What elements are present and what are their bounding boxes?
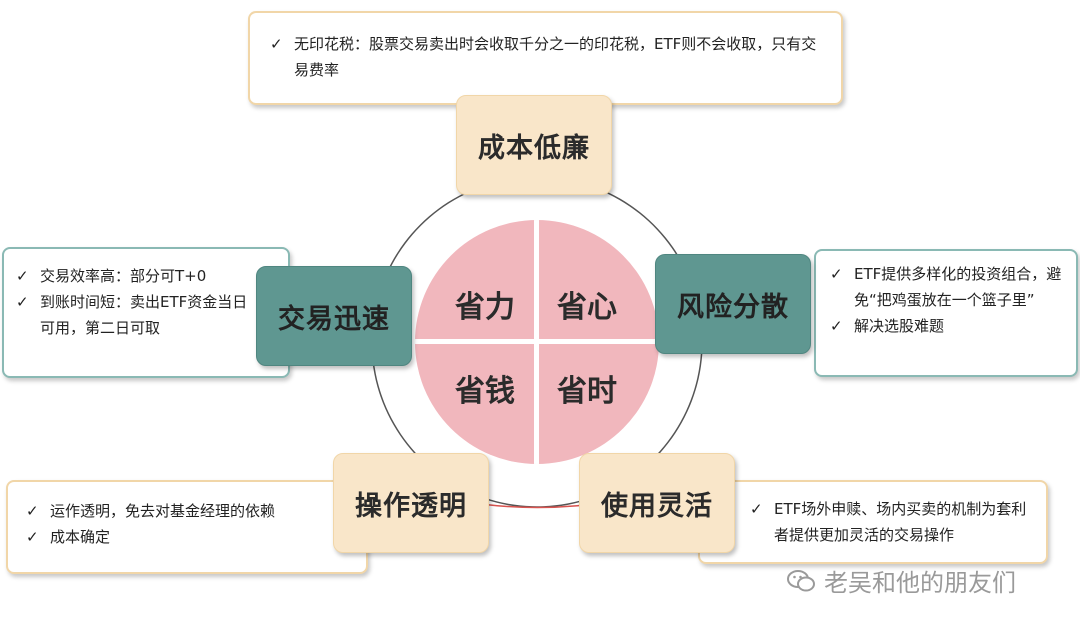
note-left-item-2: ✓ 到账时间短：卖出ETF资金当日可用，第二日可取 xyxy=(16,289,248,341)
check-icon: ✓ xyxy=(26,502,39,520)
note-right: ✓ ETF提供多样化的投资组合，避免“把鸡蛋放在一个篮子里” ✓ 解决选股难题 xyxy=(814,249,1078,377)
check-icon: ✓ xyxy=(16,267,29,285)
note-bottom-right: ✓ ETF场外申赎、场内买卖的机制为套利者提供更加灵活的交易操作 xyxy=(698,480,1048,564)
feature-top: 成本低廉 xyxy=(456,95,612,195)
check-icon: ✓ xyxy=(26,528,39,546)
feature-bottom-right: 使用灵活 xyxy=(579,453,735,553)
note-left: ✓ 交易效率高：部分可T+0 ✓ 到账时间短：卖出ETF资金当日可用，第二日可取 xyxy=(2,247,290,378)
note-top-item-1: ✓ 无印花税：股票交易卖出时会收取千分之一的印花税，ETF则不会收取，只有交易费… xyxy=(270,31,821,83)
watermark-text: 老吴和他的朋友们 xyxy=(824,569,1016,597)
quadrant-bottom-left: 省钱 xyxy=(455,374,515,409)
quadrant-bottom-right: 省时 xyxy=(557,374,617,409)
note-bottom-left-item-1: ✓ 运作透明，免去对基金经理的依赖 xyxy=(26,498,326,524)
note-bottom-right-item-1: ✓ ETF场外申赎、场内买卖的机制为套利者提供更加灵活的交易操作 xyxy=(750,496,1034,548)
note-top: ✓ 无印花税：股票交易卖出时会收取千分之一的印花税，ETF则不会收取，只有交易费… xyxy=(248,11,843,105)
check-icon: ✓ xyxy=(750,500,763,518)
note-left-item-1: ✓ 交易效率高：部分可T+0 xyxy=(16,263,248,289)
check-icon: ✓ xyxy=(830,317,843,335)
note-right-item-1: ✓ ETF提供多样化的投资组合，避免“把鸡蛋放在一个篮子里” xyxy=(830,261,1066,313)
wechat-icon xyxy=(787,569,815,591)
feature-left: 交易迅速 xyxy=(256,266,412,366)
quadrant-top-right: 省心 xyxy=(557,290,617,325)
check-icon: ✓ xyxy=(270,35,283,53)
quadrant-top-left: 省力 xyxy=(455,290,515,325)
pie-divider-vertical xyxy=(534,220,539,464)
center-pie: 省力 省心 省钱 省时 xyxy=(415,220,659,464)
feature-right: 风险分散 xyxy=(655,254,811,354)
watermark: 老吴和他的朋友们 xyxy=(786,563,1016,598)
check-icon: ✓ xyxy=(16,293,29,311)
note-right-item-2: ✓ 解决选股难题 xyxy=(830,313,1066,339)
note-bottom-left: ✓ 运作透明，免去对基金经理的依赖 ✓ 成本确定 xyxy=(6,480,368,574)
feature-bottom-left: 操作透明 xyxy=(333,453,489,553)
check-icon: ✓ xyxy=(830,265,843,283)
note-bottom-left-item-2: ✓ 成本确定 xyxy=(26,524,326,550)
